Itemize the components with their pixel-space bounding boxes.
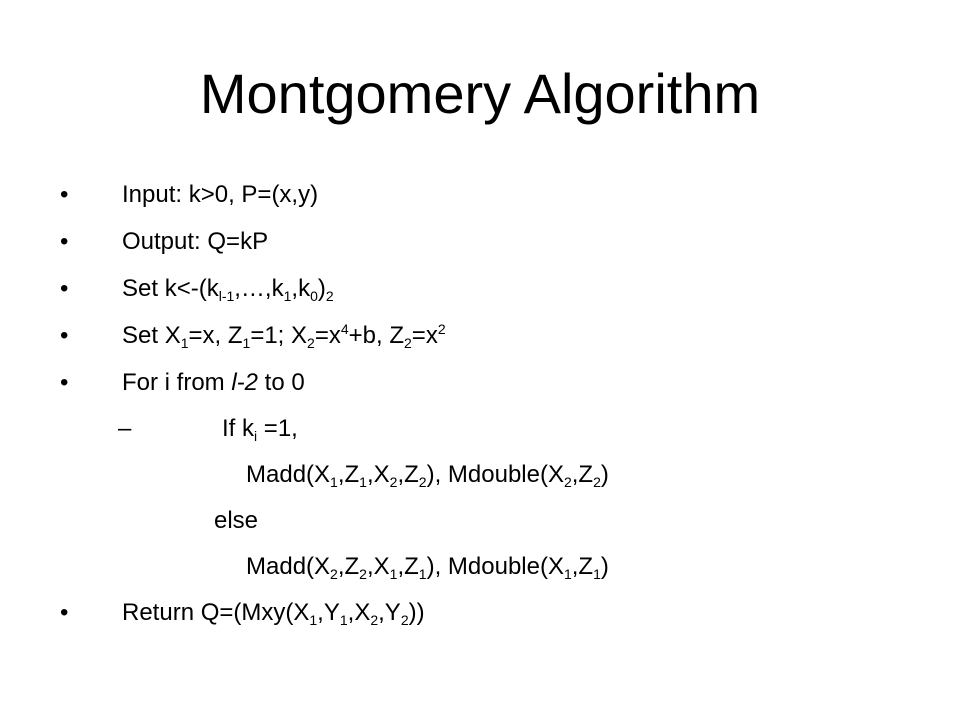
madd-text: ,X [366,461,390,488]
subscript: 2 [418,474,427,490]
superscript: 4 [340,321,349,337]
return-text: ,Y [378,599,401,626]
madd-text: ), Mdouble(X [426,553,564,580]
subscript: 1 [418,566,427,582]
madd-text: ), Mdouble(X [426,461,564,488]
for-var: l-2 [231,369,259,396]
set-x-text: =1; X [250,322,308,349]
subscript: 2 [593,474,601,490]
set-k-text: ,k [291,275,311,302]
bullet-icon: • [60,228,69,255]
subscript: 1 [283,288,292,304]
bullet-icon: • [60,599,69,626]
for-text: to 0 [258,369,305,396]
madd-text: ,Z [397,553,419,580]
madd-text: ,Z [397,461,419,488]
set-x-text: +b, Z [348,322,404,349]
subscript: 1 [593,566,601,582]
else-line: else [214,507,259,534]
set-k-text: ) [317,275,326,302]
set-x-text: =x, Z [188,322,243,349]
madd-text: ,Z [337,461,360,488]
subscript: i [254,428,258,444]
subscript: 1 [339,612,348,628]
dash-icon: – [118,415,132,442]
madd-text: Madd(X [246,553,331,580]
madd-text: ) [600,553,609,580]
bullet-icon: • [60,181,69,208]
return-text: ,X [347,599,371,626]
if-text: =1, [257,415,298,442]
subscript: 2 [359,566,367,582]
subscript: 1 [309,612,318,628]
madd-text: Madd(X [246,461,331,488]
bullet-icon: • [60,369,69,396]
subscript: 2 [400,612,409,628]
for-line: For i from l-2 to 0 [122,368,305,398]
return-text: ,Y [317,599,340,626]
subscript: 2 [307,335,315,351]
return-text: )) [408,599,425,626]
set-x-text: Set X [122,322,181,349]
subscript: 2 [325,288,334,304]
return-line: Return Q=(Mxy(X1,Y1,X2,Y2)) [122,598,425,628]
subscript: 1 [180,335,189,351]
madd-text: ,Z [337,553,360,580]
subscript: 2 [404,335,412,351]
set-x-line: Set X1=x, Z1=1; X2=x4+b, Z2=x2 [122,321,446,351]
for-text: For i from [122,369,232,396]
subscript: 1 [359,474,367,490]
subscript: 1 [389,566,398,582]
madd-text: ,Z [571,461,594,488]
madd-text: ) [600,461,609,488]
slide-title: Montgomery Algorithm [199,62,761,125]
subscript: 0 [310,288,318,304]
subscript: l-1 [218,288,235,304]
output-line: Output: Q=kP [122,228,269,255]
subscript: 2 [370,612,379,628]
subscript: 2 [563,474,572,490]
madd-line-2: Madd(X2,Z2,X1,Z1), Mdouble(X1,Z1) [246,552,609,582]
madd-text: ,Z [571,553,594,580]
superscript: 2 [437,321,446,337]
set-x-text: =x [314,322,341,349]
if-text: If k [222,415,255,442]
set-k-line: Set k<-(kl-1,…,k1,k0)2 [122,274,334,304]
bullet-icon: • [60,322,69,349]
set-k-text: ,…,k [234,275,284,302]
input-line: Input: k>0, P=(x,y) [122,181,319,208]
subscript: 1 [242,335,251,351]
set-x-text: =x [411,322,438,349]
subscript: 2 [389,474,398,490]
subscript: 1 [563,566,572,582]
madd-line-1: Madd(X1,Z1,X2,Z2), Mdouble(X2,Z2) [246,460,609,490]
set-k-text: Set k<-(k [122,275,219,302]
madd-text: ,X [366,553,390,580]
return-text: Return Q=(Mxy(X [122,599,310,626]
bullet-icon: • [60,275,69,302]
subscript: 2 [330,566,338,582]
subscript: 1 [330,474,338,490]
if-line: If ki =1, [222,414,298,444]
